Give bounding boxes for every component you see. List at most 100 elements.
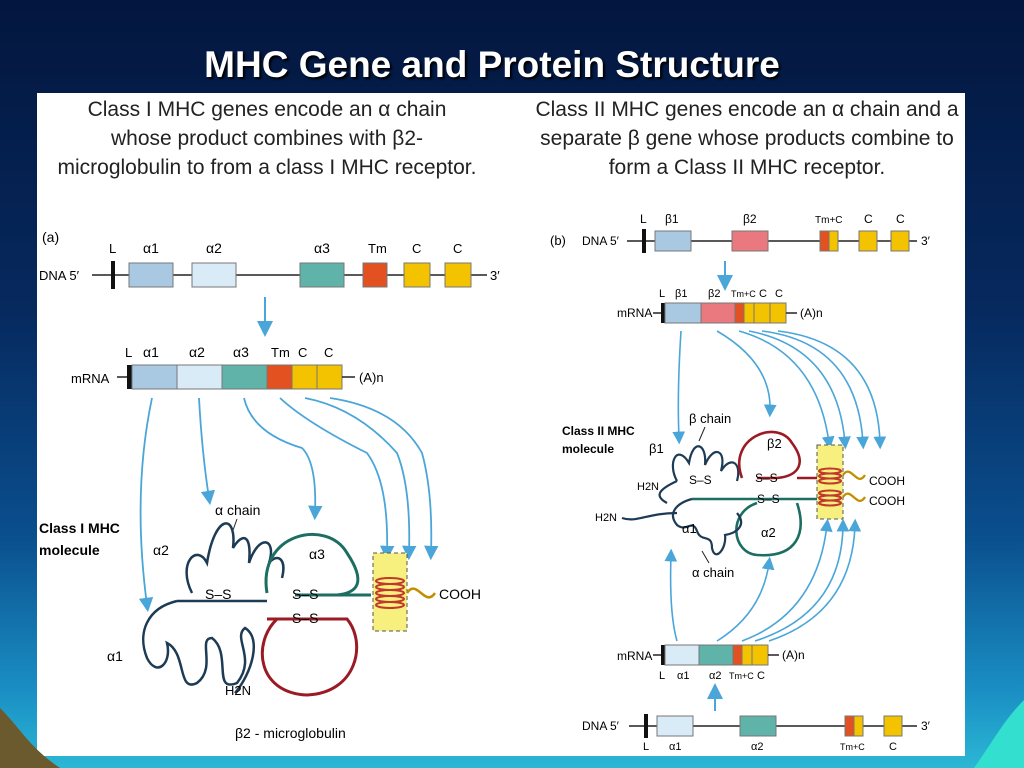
class1-dna-gene: (a) DNA 5′ 3′ L α1 α2 α3 Tm C C [39, 229, 500, 289]
class2-beta-mrna-seg-tmc: Tm+C [731, 289, 756, 299]
class2-beta-mrna-seg-c2: C [775, 288, 783, 300]
class2-molecule-label-1: Class II MHC [562, 424, 635, 438]
class2-alpha2-label: α2 [761, 525, 776, 540]
class2-beta-dna-seg-tmc: Tm+C [815, 215, 843, 226]
class2-alpha-dna-label: DNA 5′ [582, 719, 620, 733]
class1-alpha2-label: α2 [153, 542, 169, 558]
class2-alpha-dna-seg-a1: α1 [669, 741, 681, 753]
class1-ss-3: S–S [292, 610, 318, 626]
class2-beta-dna-seg-l: L [640, 212, 647, 226]
class1-cooh: COOH [439, 586, 481, 602]
class1-dna-seg-a1: α1 [143, 240, 159, 256]
class2-beta-dna: (b) DNA 5′ 3′ L β1 β2 Tm+C C C [550, 212, 931, 253]
class2-beta-translation-arrows [672, 330, 887, 450]
class2-alpha-mrna-seg-c: C [757, 670, 765, 682]
class1-poly-a: (A)n [359, 370, 384, 385]
class2-alpha-dna-seg-a2: α2 [751, 741, 763, 753]
class1-dna-tm [362, 262, 388, 288]
class1-mrna-seg-c2: C [324, 345, 333, 360]
class1-mrna: mRNA (A)n L α1 α2 α3 Tm C C [71, 344, 384, 390]
class1-molecule-label-1: Class I MHC [39, 520, 120, 536]
class2-beta2-domain [738, 430, 801, 480]
class2-tm-helix [818, 467, 842, 507]
class2-alpha-translation-arrows [664, 518, 862, 642]
class2-beta-poly-a: (A)n [800, 306, 823, 320]
class1-mrna-seg-a2: α2 [189, 344, 205, 360]
class1-alpha1-domain [142, 599, 255, 694]
class2-molecule-label-2: molecule [562, 442, 614, 456]
class2-cooh-1: COOH [869, 474, 905, 488]
class1-tm-helix [375, 577, 405, 609]
class2-ss-2: S–S [755, 471, 778, 485]
class2-alpha-dna: DNA 5′ 3′ L α1 α2 Tm+C C [582, 714, 931, 753]
class2-alpha-dna-seg-c: C [889, 741, 897, 753]
class1-dna-seg-tm: Tm [368, 241, 387, 256]
class1-alpha1-label: α1 [107, 648, 123, 664]
class1-dna-c2 [444, 262, 472, 288]
class2-beta-mrna-seg-b1: β1 [675, 288, 687, 300]
class1-panel-label: (a) [42, 229, 59, 245]
class2-alpha2-domain [735, 501, 802, 557]
class1-description: Class I MHC genes encode an α chain whos… [57, 98, 477, 179]
class1-dna-alpha1 [128, 262, 174, 288]
class1-molecule-label-2: molecule [39, 542, 100, 558]
class2-beta-mrna-seg-c1: C [759, 288, 767, 300]
class2-beta2-label: β2 [767, 436, 782, 451]
class2-panel-label: (b) [550, 233, 566, 248]
class2-beta-dna-seg-b2: β2 [743, 212, 757, 226]
class1-dna-seg-a3: α3 [314, 240, 330, 256]
class2-alpha-poly-a: (A)n [782, 648, 805, 662]
class2-alpha-mrna-seg-l: L [659, 670, 665, 682]
class1-ss-2: S–S [292, 586, 318, 602]
class1-dna-alpha3 [299, 262, 345, 288]
class2-beta1-label: β1 [649, 441, 664, 456]
class1-mrna-seg-a1: α1 [143, 344, 159, 360]
class2-beta-dna-seg-c1: C [864, 212, 873, 226]
class1-dna-label: DNA 5′ [39, 268, 80, 283]
class1-ss-1: S–S [205, 586, 231, 602]
class2-beta-mrna: mRNA (A)n L β1 β2 Tm+C C C [617, 288, 823, 324]
class1-b2m-label: β2 - microglobulin [235, 725, 346, 741]
class1-dna-seg-a2: α2 [206, 240, 222, 256]
class1-alpha3-domain [264, 532, 360, 597]
class2-alpha-mrna-seg-a2: α2 [709, 670, 721, 682]
class1-mrna-label: mRNA [71, 371, 110, 386]
class2-ss-1: S–S [689, 473, 712, 487]
class1-molecule: Class I MHC molecule α chain α2 S–S α1 H… [39, 502, 481, 741]
class1-dna-end: 3′ [490, 268, 500, 283]
class2-beta-dna-end: 3′ [921, 234, 931, 248]
class1-mrna-seg-a3: α3 [233, 344, 249, 360]
class2-beta-chain-label: β chain [689, 411, 731, 426]
class2-alpha-dna-seg-l: L [643, 741, 649, 753]
class1-translation-arrows [138, 397, 439, 613]
class2-cooh-2: COOH [869, 494, 905, 508]
class1-dna-alpha2 [191, 262, 237, 288]
slide-title: MHC Gene and Protein Structure [204, 44, 780, 85]
class2-alpha-mrna-seg-a1: α1 [677, 670, 689, 682]
class1-mrna-seg-l: L [125, 345, 132, 360]
class2-beta-dna-seg-b1: β1 [665, 212, 679, 226]
class2-alpha-dna-seg-tmc: Tm+C [840, 742, 865, 752]
class1-mrna-seg-tm: Tm [271, 345, 290, 360]
class1-dna-seg-c1: C [412, 241, 421, 256]
class2-alpha-mrna-seg-tmc: Tm+C [729, 671, 754, 681]
class1-b2m-domain [260, 617, 359, 697]
class1-dna-seg-c2: C [453, 241, 462, 256]
class2-alpha-chain-label: α chain [692, 565, 734, 580]
class2-alpha-mrna: mRNA (A)n L α1 α2 Tm+C C [617, 644, 805, 682]
class1-dna-leader [111, 261, 115, 289]
class1-dna-c1 [403, 262, 431, 288]
decorative-wave-right [974, 700, 1024, 768]
class1-alpha3-label: α3 [309, 546, 325, 562]
class2-beta-dna-label: DNA 5′ [582, 234, 620, 248]
class2-description: Class II MHC genes encode an α chain and… [535, 98, 959, 179]
class2-beta-mrna-seg-b2: β2 [708, 288, 720, 300]
class1-mrna-seg-c1: C [298, 345, 307, 360]
mhc-diagram: (a) DNA 5′ 3′ L α1 α2 α3 Tm C C mRNA [39, 212, 931, 753]
class2-ss-3: S–S [757, 492, 780, 506]
class2-alpha-mrna-label: mRNA [617, 649, 652, 663]
class2-alpha1-label: α1 [682, 521, 697, 536]
class2-alpha1-domain [671, 497, 743, 556]
class2-beta-dna-seg-c2: C [896, 212, 905, 226]
decorative-wave-left [0, 708, 60, 768]
